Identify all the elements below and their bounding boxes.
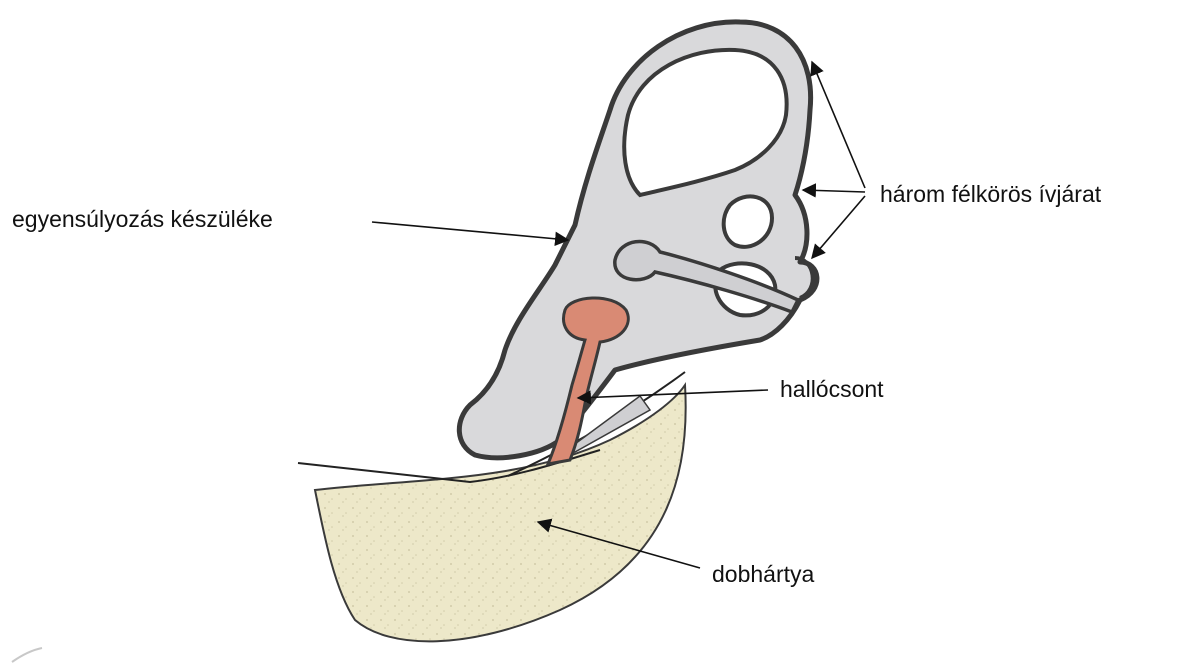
label-balance-apparatus: egyensúlyozás készüléke [12, 208, 273, 231]
arrow-canal-middle [803, 190, 865, 192]
arrow-balance [372, 222, 568, 240]
label-ossicle: hallócsont [780, 378, 884, 401]
arrow-ossicle [578, 390, 768, 398]
arrow-canal-top [812, 62, 865, 188]
corner-mark [12, 648, 42, 662]
middle-canal-hole [724, 196, 772, 246]
arrow-canal-bottom [812, 196, 865, 258]
label-semicircular-canals: három félkörös ívjárat [880, 183, 1101, 206]
label-eardrum: dobhártya [712, 563, 814, 586]
